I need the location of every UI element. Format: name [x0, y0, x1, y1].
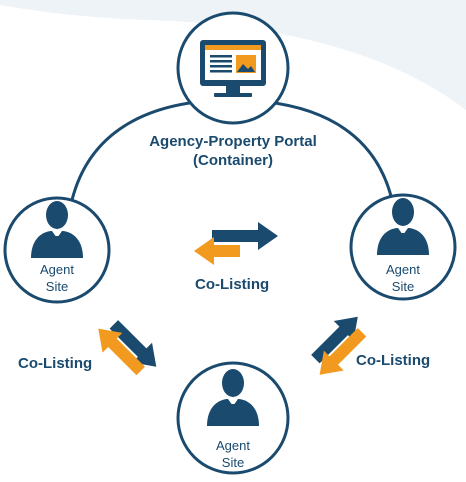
portal-label-line1: Agency-Property Portal — [149, 133, 317, 150]
background-swoosh — [0, 0, 466, 110]
agent-right-line1: Agent — [386, 262, 420, 277]
agent-person-icon — [207, 369, 259, 426]
bidirectional-arrow-icon — [98, 320, 157, 376]
colisting-label-right: Co-Listing — [356, 352, 431, 369]
agent-node-right — [349, 193, 457, 301]
colisting-label-top: Co-Listing — [195, 276, 270, 293]
monitor-webpage-icon — [200, 40, 266, 97]
portal-label-line2: (Container) — [193, 151, 273, 169]
agent-left-line2: Site — [45, 278, 69, 294]
agent-right-label: Agent Site — [368, 262, 438, 296]
agent-bottom-line2: Site — [221, 454, 245, 470]
agent-node-bottom — [176, 361, 290, 475]
portal-node — [176, 11, 290, 125]
agent-left-label: Agent Site — [22, 262, 92, 296]
agent-person-icon — [377, 198, 429, 255]
agent-bottom-label: Agent Site — [198, 438, 268, 472]
bidirectional-arrow-icon — [194, 222, 278, 265]
colisting-label-left: Co-Listing — [18, 355, 93, 372]
bidirectional-arrow-icon — [311, 316, 367, 375]
agent-node-left — [3, 196, 111, 304]
agent-bottom-line1: Agent — [216, 438, 250, 453]
portal-label: Agency-Property Portal (Container) — [120, 133, 346, 171]
agent-left-line1: Agent — [40, 262, 74, 277]
agent-person-icon — [31, 201, 83, 258]
agent-right-line2: Site — [391, 278, 415, 294]
